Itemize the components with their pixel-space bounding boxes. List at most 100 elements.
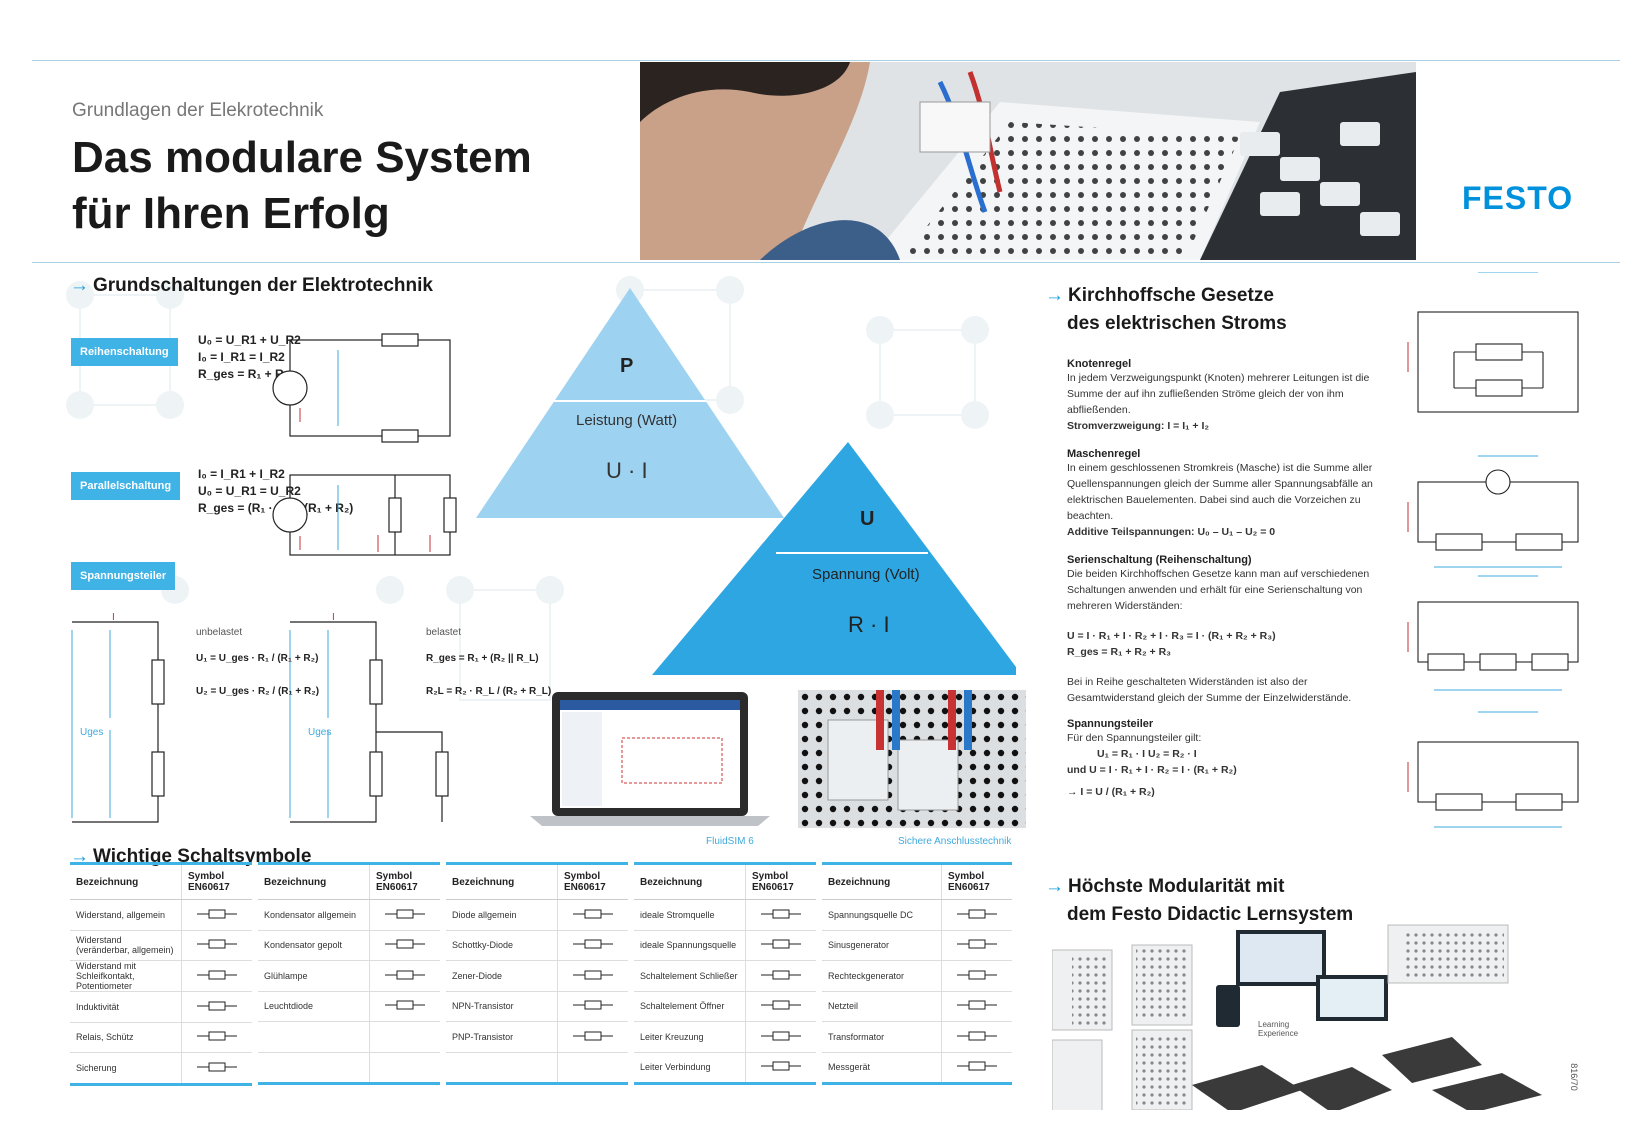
table-row: PNP-Transistor — [446, 1021, 628, 1053]
kirchhoff-diagrams — [1407, 272, 1579, 828]
table-row: Transformator — [822, 1021, 1012, 1053]
voltage-pyramid — [652, 442, 1016, 675]
knotenregel-heading: Knotenregel — [1067, 358, 1132, 370]
symbol-glyph-icon — [557, 991, 628, 1022]
symbol-glyph-icon — [557, 899, 628, 931]
symbol-glyph-icon — [181, 1052, 252, 1085]
symbol-glyph-icon — [745, 960, 816, 992]
symbol-name: Schaltelement Öffner — [634, 991, 746, 1022]
symbol-name: NPN-Transistor — [446, 991, 558, 1022]
spannungsteiler-text: Für den Spannungsteiler gilt: — [1067, 732, 1202, 744]
table-row: Spannungsquelle DC — [822, 899, 1012, 931]
fluidsim-caption: FluidSIM 6 — [706, 836, 754, 847]
table-row: Widerstand, allgemein — [70, 899, 252, 931]
symbol-glyph-icon — [745, 1021, 816, 1053]
column-header: Symbol EN60617 — [181, 863, 252, 900]
symbol-glyph-icon — [181, 991, 252, 1023]
symbol-glyph-icon — [557, 1052, 628, 1084]
anschluss-caption: Sichere Anschlusstechnik — [898, 836, 1012, 847]
festo-logo: FESTO — [1462, 180, 1574, 216]
header-title-line2: für Ihren Erfolg — [72, 189, 390, 238]
unbelastet-eq1: U₁ = U_ges · R₁ / (R₁ + R₂) — [196, 653, 319, 664]
symbol-name: Netzteil — [822, 991, 942, 1022]
symbol-name — [258, 1021, 370, 1053]
parallel-eq1: I₀ = I_R1 + I_R2 — [198, 467, 285, 481]
current-label-1: I — [112, 612, 115, 623]
symbol-name: Induktivität — [70, 991, 182, 1023]
symbol-glyph-icon — [181, 960, 252, 992]
symbol-glyph-icon — [369, 1052, 440, 1084]
column-header: Bezeichnung — [446, 863, 558, 900]
power-letter: P — [620, 355, 634, 377]
unbelastet-equations: U₁ = U_ges · R₁ / (R₁ + R₂) U₂ = U_ges ·… — [196, 650, 319, 700]
connection-technique-image — [798, 690, 1026, 828]
laptop-image — [530, 692, 770, 826]
symbol-glyph-icon — [181, 1022, 252, 1053]
symbol-glyph-icon — [369, 930, 440, 961]
serienschaltung-eq2: R_ges = R₁ + R₂ + R₃ — [1067, 646, 1172, 658]
table-row: Messgerät — [822, 1052, 1012, 1084]
voltage-formula: R · I — [848, 612, 890, 637]
column-header: Bezeichnung — [634, 863, 746, 900]
serienschaltung-heading: Serienschaltung (Reihenschaltung) — [1067, 554, 1252, 566]
symbol-glyph-icon — [181, 930, 252, 961]
modularitaet-title-line2: dem Festo Didactic Lernsystem — [1067, 904, 1354, 925]
voltage-letter: U — [860, 508, 875, 530]
symbol-glyph-icon — [557, 930, 628, 961]
symbol-glyph-icon — [369, 960, 440, 992]
column-header: Symbol EN60617 — [369, 863, 440, 900]
symbol-name: ideale Stromquelle — [634, 899, 746, 931]
knotenregel-formula: Stromverzweigung: I = I₁ + I₂ — [1067, 420, 1210, 432]
symbol-glyph-icon — [941, 1052, 1012, 1084]
uges-label-2: Uges — [308, 727, 332, 738]
table-row: Leuchtdiode — [258, 991, 440, 1022]
symbol-name: Zener-Diode — [446, 960, 558, 992]
uges-label-1: Uges — [80, 727, 104, 738]
voltage-label: Spannung (Volt) — [812, 566, 920, 583]
symbol-glyph-icon — [745, 1052, 816, 1084]
header-subtitle: Grundlagen der Elekrotechnik — [72, 100, 324, 121]
symbol-glyph-icon — [941, 930, 1012, 961]
power-pyramid — [476, 288, 784, 518]
table-row: Glühlampe — [258, 960, 440, 992]
kirchhoff-title-line2: des elektrischen Stroms — [1067, 313, 1287, 334]
spannungsteiler-circuits — [71, 621, 449, 823]
formula-pyramids — [476, 288, 1016, 675]
symbol-name: Widerstand, allgemein — [70, 899, 182, 931]
table-row: Schaltelement Öffner — [634, 991, 816, 1022]
section-modularitaet-heading: →Höchste Modularität mit dem Festo Didac… — [1045, 873, 1353, 929]
table-row: Kondensator gepolt — [258, 930, 440, 961]
symbol-glyph-icon — [369, 899, 440, 931]
section-grundschaltungen-title: Grundschaltungen der Elektrotechnik — [93, 275, 433, 296]
symbol-name: Leiter Kreuzung — [634, 1021, 746, 1053]
symbol-glyph-icon — [369, 1021, 440, 1053]
reihenschaltung-tag: Reihenschaltung — [71, 338, 178, 366]
symbol-name: Rechteckgenerator — [822, 960, 942, 992]
product-code: 816/70 — [1568, 1063, 1579, 1091]
symbol-name: ideale Spannungsquelle — [634, 930, 746, 961]
symbol-glyph-icon — [941, 1021, 1012, 1053]
serienschaltung-text: Die beiden Kirchhoffschen Gesetze kann m… — [1067, 568, 1370, 612]
table-row: Schottky-Diode — [446, 930, 628, 961]
arrow-icon: → — [70, 275, 89, 296]
serienschaltung-text2: Bei in Reihe geschalteten Widerständen i… — [1067, 676, 1352, 704]
spannungsteiler-heading: Spannungsteiler — [1067, 718, 1154, 730]
reihen-equations: U₀ = U_R1 + U_R2 I₀ = I_R1 = I_R2 R_ges … — [198, 332, 301, 383]
symbol-name — [258, 1052, 370, 1084]
symbol-name: Spannungsquelle DC — [822, 899, 942, 931]
symbol-name: Widerstand (veränderbar, allgemein) — [70, 930, 182, 961]
symbol-name: Diode allgemein — [446, 899, 558, 931]
symbol-glyph-icon — [369, 991, 440, 1022]
modularitaet-title-line1: Höchste Modularität mit — [1068, 876, 1285, 897]
symbol-glyph-icon — [941, 899, 1012, 931]
parallel-eq2: U₀ = U_R1 = U_R2 — [198, 484, 301, 498]
symbol-name: Transformator — [822, 1021, 942, 1053]
table-row: Sinusgenerator — [822, 930, 1012, 961]
symbol-name: Messgerät — [822, 1052, 942, 1084]
arrow-icon: → — [70, 846, 89, 867]
spannungsteiler-eq3: → I = U / (R₁ + R₂) — [1067, 786, 1155, 798]
knotenregel-text: In jedem Verzweigungspunkt (Knoten) mehr… — [1067, 372, 1370, 416]
arrow-icon: → — [1045, 876, 1064, 897]
